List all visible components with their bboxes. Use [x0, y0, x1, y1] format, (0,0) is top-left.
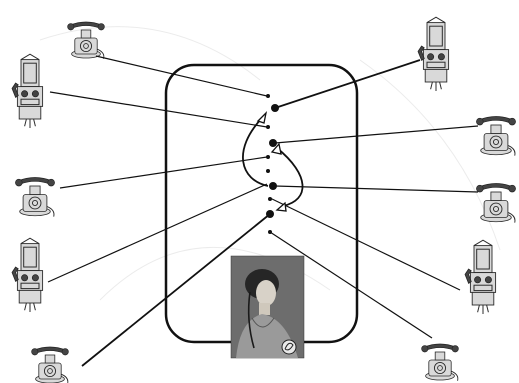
jack-6 [268, 230, 272, 234]
plug-4 [266, 210, 274, 218]
phone-right-1 [418, 17, 449, 91]
jack-5 [268, 197, 272, 201]
jack-3 [266, 155, 270, 159]
badge-icon [282, 340, 296, 354]
jack-1 [266, 94, 270, 98]
plug-3 [269, 182, 277, 190]
plug-2 [269, 139, 277, 147]
phone-right-3 [476, 184, 515, 223]
patch-cords [243, 113, 303, 211]
arrow-up [258, 113, 266, 123]
jack-4 [266, 169, 270, 173]
phone-right-5 [422, 344, 459, 381]
phone-left-1 [68, 22, 105, 59]
plug-1 [271, 104, 279, 112]
operator-portrait [231, 256, 304, 358]
phone-left-3 [15, 178, 54, 217]
phone-right-2 [476, 117, 515, 156]
jack-2 [266, 125, 270, 129]
phone-right-4 [465, 240, 496, 314]
phone-left-2 [12, 54, 43, 128]
phone-left-5 [32, 347, 69, 383]
phone-left-4 [12, 238, 43, 312]
